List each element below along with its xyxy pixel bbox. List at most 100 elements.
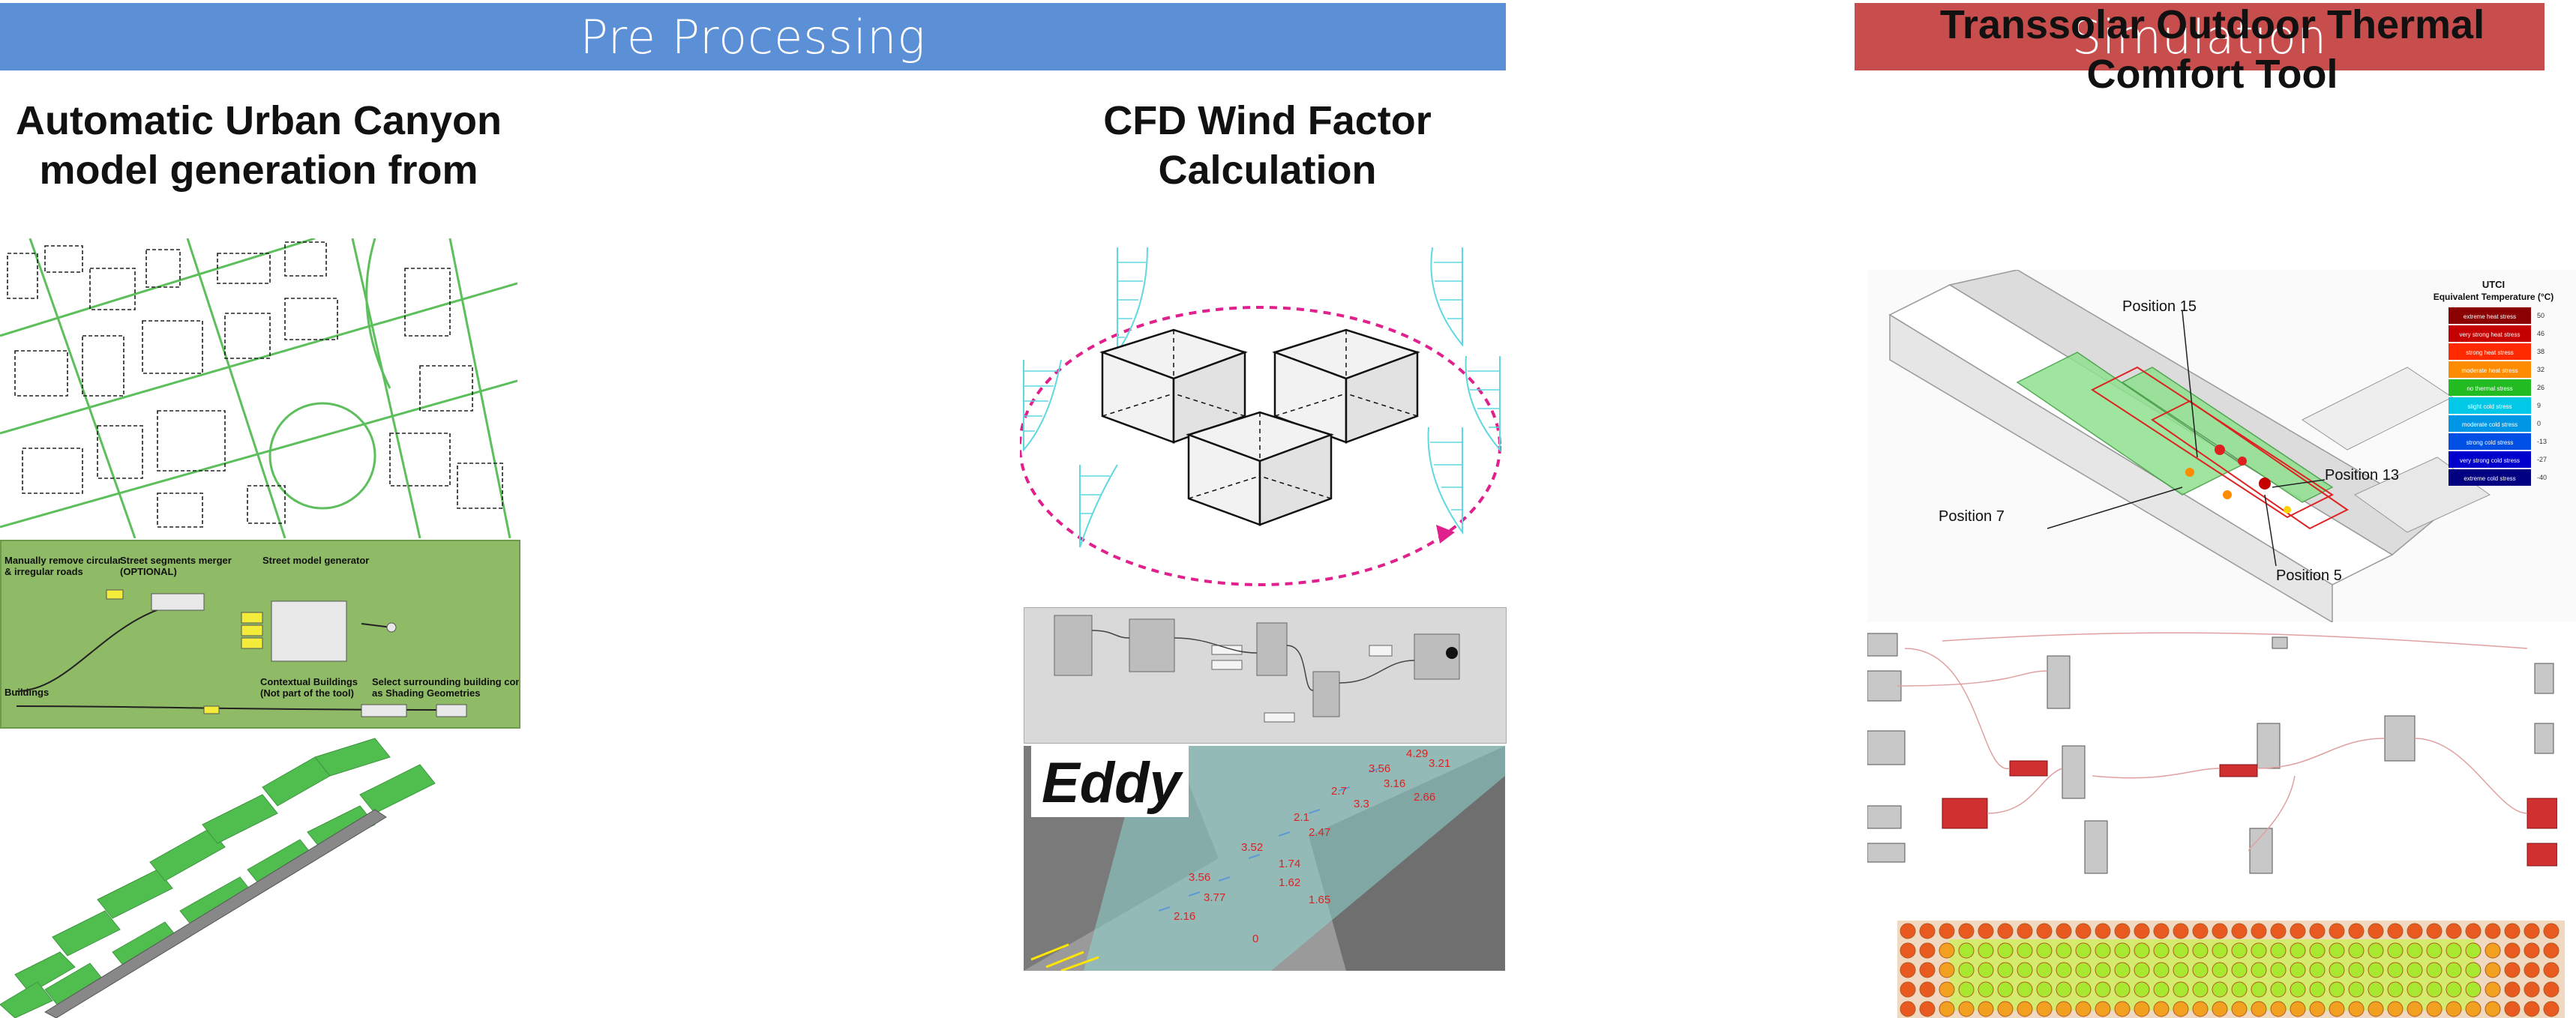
utci-legend-swatch bbox=[2449, 397, 2531, 414]
thermal-title-line2: Comfort Tool bbox=[2086, 52, 2338, 97]
utci-grid-cell bbox=[2329, 942, 2345, 959]
utci-grid-cell bbox=[2465, 923, 2482, 939]
utci-grid-cell bbox=[2075, 981, 2092, 998]
utci-grid-cell bbox=[2485, 981, 2501, 998]
utci-grid-cell bbox=[2504, 942, 2521, 959]
utci-grid-cell bbox=[2153, 962, 2170, 978]
utci-grid-cell bbox=[2446, 962, 2462, 978]
cfd-wind-diagram bbox=[1020, 247, 1507, 592]
utci-grid-cell bbox=[2426, 1001, 2443, 1017]
utci-grid-cell bbox=[2173, 1001, 2189, 1017]
utci-grid-cell bbox=[2524, 942, 2540, 959]
utci-grid-cell bbox=[2348, 1001, 2365, 1017]
gh-group-shading-2: as Shading Geometries bbox=[372, 687, 481, 699]
utci-legend-title: UTCI bbox=[2482, 279, 2505, 290]
utci-grid-cell bbox=[2017, 923, 2033, 939]
grasshopper-canvas-thermal bbox=[1867, 626, 2557, 918]
utci-legend-label: very strong cold stress bbox=[2460, 457, 2520, 464]
utci-legend-tick: 38 bbox=[2537, 348, 2545, 355]
utci-grid-cell bbox=[1919, 1001, 1936, 1017]
utci-heatmap-grid bbox=[1897, 921, 2565, 1018]
utci-grid-cell bbox=[2309, 1001, 2326, 1017]
cfd-title-line1: CFD Wind Factor bbox=[1103, 98, 1432, 143]
utci-grid-cell bbox=[2270, 1001, 2287, 1017]
utci-grid-cell bbox=[2153, 923, 2170, 939]
utci-grid-cell bbox=[2153, 1001, 2170, 1017]
utci-grid-cell bbox=[2192, 942, 2209, 959]
utci-grid-cell bbox=[2114, 923, 2131, 939]
eddy-value: 1.62 bbox=[1279, 876, 1300, 889]
utci-grid-cell bbox=[2524, 1001, 2540, 1017]
utci-grid-cell bbox=[1900, 962, 1916, 978]
utci-grid-cell bbox=[2114, 981, 2131, 998]
utci-grid-cell bbox=[2192, 1001, 2209, 1017]
urban-title-line1: Automatic Urban Canyon bbox=[15, 98, 502, 143]
utci-grid-cell bbox=[2543, 942, 2560, 959]
urban-canyon-3d-model bbox=[0, 735, 480, 1018]
utci-legend-label: very strong heat stress bbox=[2460, 331, 2521, 338]
utci-grid-cell bbox=[2387, 962, 2404, 978]
utci-grid-cell bbox=[2290, 962, 2306, 978]
utci-grid-cell bbox=[2017, 962, 2033, 978]
utci-legend: UTCI Equivalent Temperature (°C) extreme… bbox=[2419, 277, 2569, 502]
gh-group-segments-merger-2: (OPTIONAL) bbox=[120, 566, 177, 577]
utci-legend-tick: 46 bbox=[2537, 330, 2545, 337]
utci-grid-cell bbox=[2485, 923, 2501, 939]
utci-grid-cell bbox=[2368, 942, 2384, 959]
utci-legend-tick: 32 bbox=[2537, 366, 2545, 373]
simulation-banner: Simulation bbox=[1855, 3, 2545, 70]
utci-grid-cell bbox=[2426, 962, 2443, 978]
utci-legend-swatch bbox=[2449, 361, 2531, 378]
utci-grid-cell bbox=[2309, 923, 2326, 939]
utci-grid-cell bbox=[2407, 1001, 2423, 1017]
utci-grid-cell bbox=[2134, 1001, 2150, 1017]
utci-legend-subtitle: Equivalent Temperature (°C) bbox=[2434, 292, 2554, 302]
utci-grid-cell bbox=[2231, 923, 2248, 939]
utci-grid-cell bbox=[2231, 942, 2248, 959]
utci-grid-cell bbox=[1997, 981, 2014, 998]
utci-grid-cell bbox=[2407, 962, 2423, 978]
utci-grid-cell bbox=[2192, 923, 2209, 939]
utci-grid-cell bbox=[2348, 981, 2365, 998]
eddy-value: 1.74 bbox=[1279, 858, 1300, 870]
thermal-title-line1: Transsolar Outdoor Thermal bbox=[1939, 2, 2485, 47]
utci-legend-label: strong heat stress bbox=[2466, 349, 2514, 356]
grasshopper-canvas-cfd bbox=[1024, 607, 1507, 744]
utci-legend-tick: 50 bbox=[2537, 312, 2545, 319]
utci-grid-cell bbox=[1939, 923, 1955, 939]
utci-grid-cell bbox=[2368, 981, 2384, 998]
utci-legend-tick: -40 bbox=[2537, 474, 2547, 481]
utci-grid-cell bbox=[2017, 981, 2033, 998]
utci-grid-cell bbox=[2231, 981, 2248, 998]
utci-legend-swatch bbox=[2449, 415, 2531, 432]
utci-grid-cell bbox=[1958, 942, 1975, 959]
utci-grid-cell bbox=[1958, 962, 1975, 978]
utci-legend-label: moderate cold stress bbox=[2462, 421, 2518, 428]
utci-grid-cell bbox=[2543, 962, 2560, 978]
utci-legend-swatch bbox=[2449, 451, 2531, 468]
utci-grid-cell bbox=[2134, 923, 2150, 939]
utci-grid-cell bbox=[2075, 923, 2092, 939]
utci-grid-cell bbox=[2446, 981, 2462, 998]
utci-legend-label: extreme cold stress bbox=[2464, 475, 2515, 482]
utci-grid-cell bbox=[2465, 1001, 2482, 1017]
utci-legend-swatch bbox=[2449, 307, 2531, 324]
pre-processing-banner: Pre Processing bbox=[0, 3, 1506, 70]
gh-group-street-generator: Street model generator bbox=[262, 555, 369, 566]
utci-grid-cell bbox=[2173, 942, 2189, 959]
utci-grid-cell bbox=[2212, 923, 2228, 939]
utci-grid-cell bbox=[2504, 1001, 2521, 1017]
utci-grid-cell bbox=[1939, 1001, 1955, 1017]
utci-grid-cell bbox=[2251, 942, 2267, 959]
utci-grid-cell bbox=[1958, 1001, 1975, 1017]
utci-grid-cell bbox=[2153, 942, 2170, 959]
utci-grid-cell bbox=[2348, 962, 2365, 978]
utci-grid-cell bbox=[2465, 981, 2482, 998]
utci-grid-cell bbox=[1997, 1001, 2014, 1017]
utci-grid-cell bbox=[2017, 1001, 2033, 1017]
position-7-label: Position 7 bbox=[1939, 508, 2005, 525]
utci-grid-cell bbox=[2309, 942, 2326, 959]
utci-legend-label: slight cold stress bbox=[2467, 403, 2512, 410]
utci-grid-cell bbox=[2036, 923, 2053, 939]
utci-grid-cell bbox=[2387, 981, 2404, 998]
